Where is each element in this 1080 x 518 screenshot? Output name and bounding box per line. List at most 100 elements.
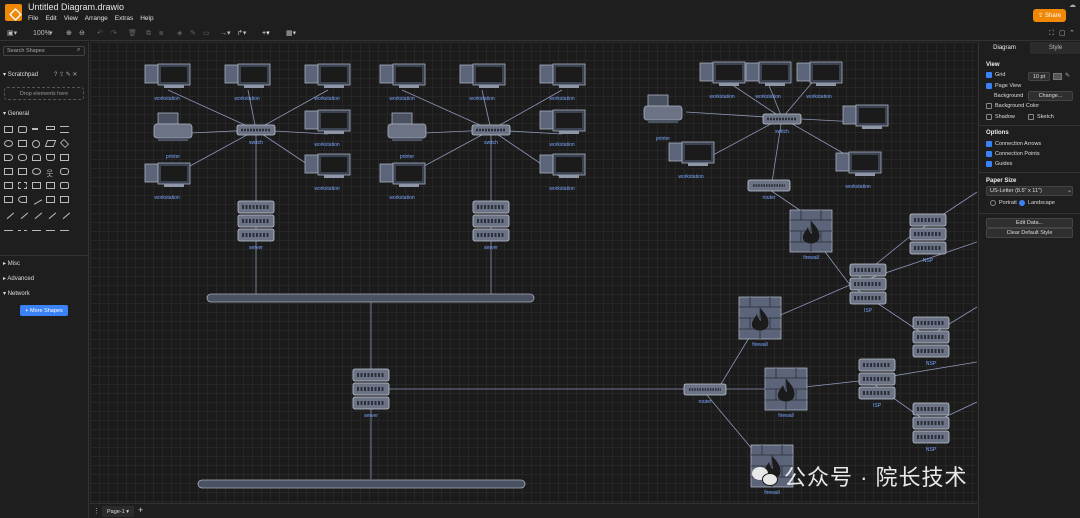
switch-icon[interactable]: switch <box>470 123 512 146</box>
share-button[interactable]: ⇪ Share <box>1033 9 1066 22</box>
switch-icon[interactable]: switch <box>761 112 803 135</box>
link-shape[interactable] <box>58 207 71 220</box>
format-icon[interactable]: ▢ <box>1059 30 1066 37</box>
line-color-icon[interactable]: ✎ <box>190 30 196 37</box>
text-shape[interactable] <box>32 128 38 130</box>
sketch-checkbox[interactable] <box>1028 114 1034 120</box>
tab-diagram[interactable]: Diagram <box>979 42 1030 54</box>
zoom-out-icon[interactable]: ⊖ <box>79 30 85 37</box>
shadow-icon[interactable]: ▭ <box>203 30 210 37</box>
square-shape[interactable] <box>18 140 27 147</box>
menu-arrange[interactable]: Arrange <box>84 15 108 22</box>
parallelogram-shape[interactable] <box>44 140 57 147</box>
image-shape[interactable] <box>46 196 55 203</box>
guides-option[interactable]: Guides <box>986 161 1012 167</box>
printer-icon[interactable]: printer <box>153 112 193 160</box>
shadow-checkbox[interactable] <box>986 114 992 120</box>
scratchpad-header[interactable]: ▾ Scratchpad <box>3 72 39 78</box>
menu-file[interactable]: File <box>28 15 39 22</box>
cloud-icon[interactable]: ☁ <box>1069 2 1076 9</box>
list-shape[interactable] <box>32 182 41 189</box>
workstation-icon[interactable]: workstation <box>539 63 586 102</box>
document-title[interactable]: Untitled Diagram.drawio <box>28 2 125 12</box>
printer-icon[interactable]: printer <box>387 112 427 160</box>
chevron-down-icon[interactable]: ▾ <box>49 30 53 37</box>
server-icon[interactable]: server <box>471 199 511 251</box>
edit-data-button[interactable]: Edit Data... <box>986 218 1073 228</box>
workstation-icon[interactable]: workstation <box>796 61 843 100</box>
dashed-line-shape[interactable] <box>16 207 29 220</box>
server-icon[interactable]: server <box>236 199 276 251</box>
table-shape[interactable] <box>46 182 55 189</box>
pencil-icon[interactable]: ✎ <box>1065 73 1071 79</box>
workstation-icon[interactable]: workstation <box>459 63 506 102</box>
horizontal-line-shape[interactable] <box>4 224 13 231</box>
server-icon[interactable]: server <box>351 367 391 419</box>
format-panel-icon[interactable]: ▣▾ <box>7 30 18 37</box>
workstation-icon[interactable]: workstation <box>539 109 586 148</box>
undo-icon[interactable]: ↶ <box>97 30 103 37</box>
grid-color-swatch[interactable] <box>1053 73 1062 80</box>
chevron-down-icon[interactable]: ▾ <box>126 508 130 515</box>
bus-bottom[interactable] <box>197 479 526 489</box>
zoom-level[interactable]: 100% <box>33 30 51 37</box>
redo-icon[interactable]: ↷ <box>111 30 117 37</box>
more-icon[interactable]: ⋮ <box>93 508 100 515</box>
process-shape[interactable] <box>4 154 13 161</box>
fill-color-icon[interactable]: ◈ <box>177 30 183 37</box>
grid-size-input[interactable]: 10 pt <box>1028 72 1050 81</box>
frame-shape[interactable] <box>60 182 69 189</box>
textbox-shape[interactable] <box>46 126 55 130</box>
rectangle-shape[interactable] <box>4 126 13 133</box>
bus-top[interactable] <box>206 293 535 303</box>
fullscreen-icon[interactable]: ⛶ <box>1049 30 1054 37</box>
workstation-icon[interactable] <box>842 104 889 130</box>
sketch-option[interactable]: Sketch <box>1028 114 1054 120</box>
landscape-radio[interactable] <box>1019 200 1025 206</box>
advanced-header[interactable]: ▸ Advanced <box>3 276 35 282</box>
server-icon[interactable]: ISP <box>857 357 897 409</box>
workstation-icon[interactable]: workstation <box>144 63 191 102</box>
workstation-icon[interactable]: workstation <box>224 63 271 102</box>
general-header[interactable]: ▾ General <box>3 111 30 117</box>
page-view-option[interactable]: Page View <box>986 83 1021 89</box>
actor-icon[interactable]: 웃 <box>46 169 54 178</box>
connection-style-icon[interactable]: →▾ <box>220 30 231 37</box>
workstation-icon[interactable]: workstation <box>304 153 351 192</box>
shadow-option[interactable]: Shadow <box>986 114 1015 120</box>
arrow-line-shape[interactable] <box>30 207 43 220</box>
network-header[interactable]: ▾ Network <box>3 291 30 297</box>
grid-option[interactable]: Grid <box>986 72 1005 78</box>
page-tab[interactable]: Page-1 ▾ <box>102 506 134 517</box>
more-shapes-button[interactable]: + More Shapes <box>20 305 68 316</box>
scratchpad-tools-icon[interactable]: ? ⇪ ✎ ✕ <box>54 72 78 78</box>
printer-icon[interactable]: printer <box>643 94 683 142</box>
callout-shape[interactable] <box>60 168 69 175</box>
waypoints-icon[interactable]: ↱▾ <box>237 30 247 37</box>
background-color-option[interactable]: Background Color <box>986 103 1039 109</box>
workstation-icon[interactable]: workstation <box>304 109 351 148</box>
firewall-icon[interactable]: firewall <box>738 296 782 348</box>
grid-shape[interactable] <box>60 196 69 203</box>
workstation-icon[interactable]: workstation <box>668 141 715 180</box>
rounded-rectangle-shape[interactable] <box>18 126 27 133</box>
tab-style[interactable]: Style <box>1030 42 1080 54</box>
bidirectional-arrow-shape[interactable] <box>44 207 57 220</box>
server-icon[interactable]: NSP <box>911 401 951 453</box>
background-color-checkbox[interactable] <box>986 103 992 109</box>
router-icon[interactable]: router <box>746 178 792 201</box>
landscape-option[interactable]: Landscape <box>1019 200 1055 206</box>
connection-arrows-checkbox[interactable] <box>986 141 992 147</box>
horizontal-dashed-shape[interactable] <box>18 224 27 231</box>
server-icon[interactable]: NSP <box>908 212 948 264</box>
delete-icon[interactable]: 🗑 <box>128 30 137 37</box>
connection-points-option[interactable]: Connection Points <box>986 151 1040 157</box>
insert-icon[interactable]: +▾ <box>262 30 270 37</box>
scratchpad-drop-zone[interactable]: Drop elements here <box>4 87 84 100</box>
note-shape[interactable] <box>4 182 13 189</box>
tape-shape[interactable] <box>18 168 27 175</box>
step-shape[interactable] <box>4 196 13 203</box>
circle-shape[interactable] <box>32 140 40 148</box>
router-icon[interactable]: router <box>682 382 728 405</box>
workstation-icon[interactable]: workstation <box>379 162 426 201</box>
